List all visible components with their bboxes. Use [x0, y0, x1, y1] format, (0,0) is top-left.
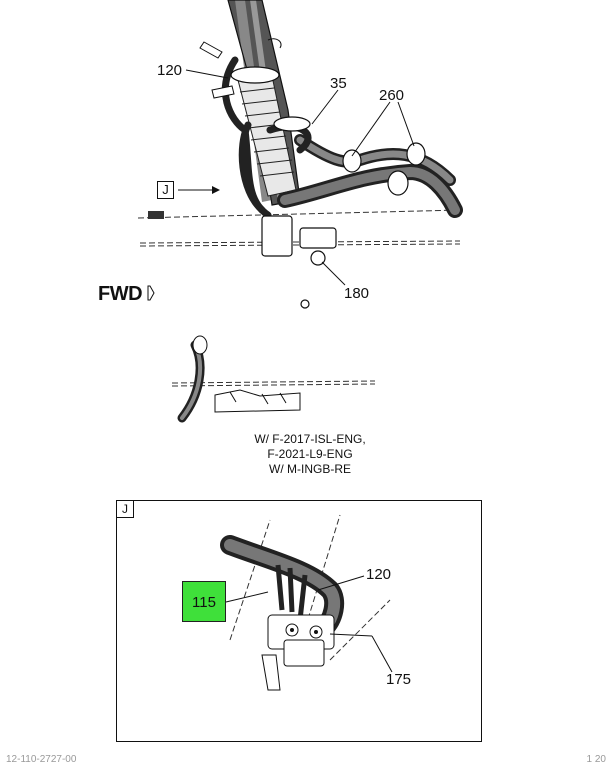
- right-harness-branch: [277, 134, 463, 218]
- callout-260: 260: [379, 87, 404, 104]
- callout-120-top: 120: [157, 62, 182, 79]
- variant-note-line-1: W/ F-2017-ISL-ENG,: [254, 432, 366, 446]
- callout-35: 35: [330, 75, 347, 92]
- view-reference-tag: J: [157, 181, 174, 199]
- top-fixtures: [199, 38, 282, 99]
- footer-part-number: 12-110-2727-00: [6, 754, 77, 765]
- fwd-label: FWD: [98, 283, 143, 305]
- variant-note-line-2: F-2021-L9-ENG: [267, 447, 353, 461]
- leader-lines: [178, 69, 415, 286]
- reference-lines: [137, 209, 461, 247]
- callout-175: 175: [386, 671, 411, 688]
- callout-120-detail: 120: [366, 566, 391, 583]
- detail-view-tag: J: [117, 501, 134, 518]
- forward-direction-icon: [147, 285, 155, 301]
- variant-note: W/ F-2017-ISL-ENG, F-2021-L9-ENG W/ M-IN…: [200, 432, 420, 477]
- callout-115-highlighted[interactable]: 115: [182, 581, 226, 622]
- floating-clip: [148, 211, 164, 219]
- variant-inset-illustration: [171, 335, 376, 423]
- detail-view-j: J: [116, 500, 482, 742]
- arrow-icon: [212, 186, 220, 194]
- detail-leader-lines: [225, 575, 393, 673]
- clamp-brackets: [230, 66, 426, 309]
- footer-page-number: 1 20: [586, 754, 606, 765]
- variant-note-line-3: W/ M-INGB-RE: [269, 462, 351, 476]
- callout-180: 180: [344, 285, 369, 302]
